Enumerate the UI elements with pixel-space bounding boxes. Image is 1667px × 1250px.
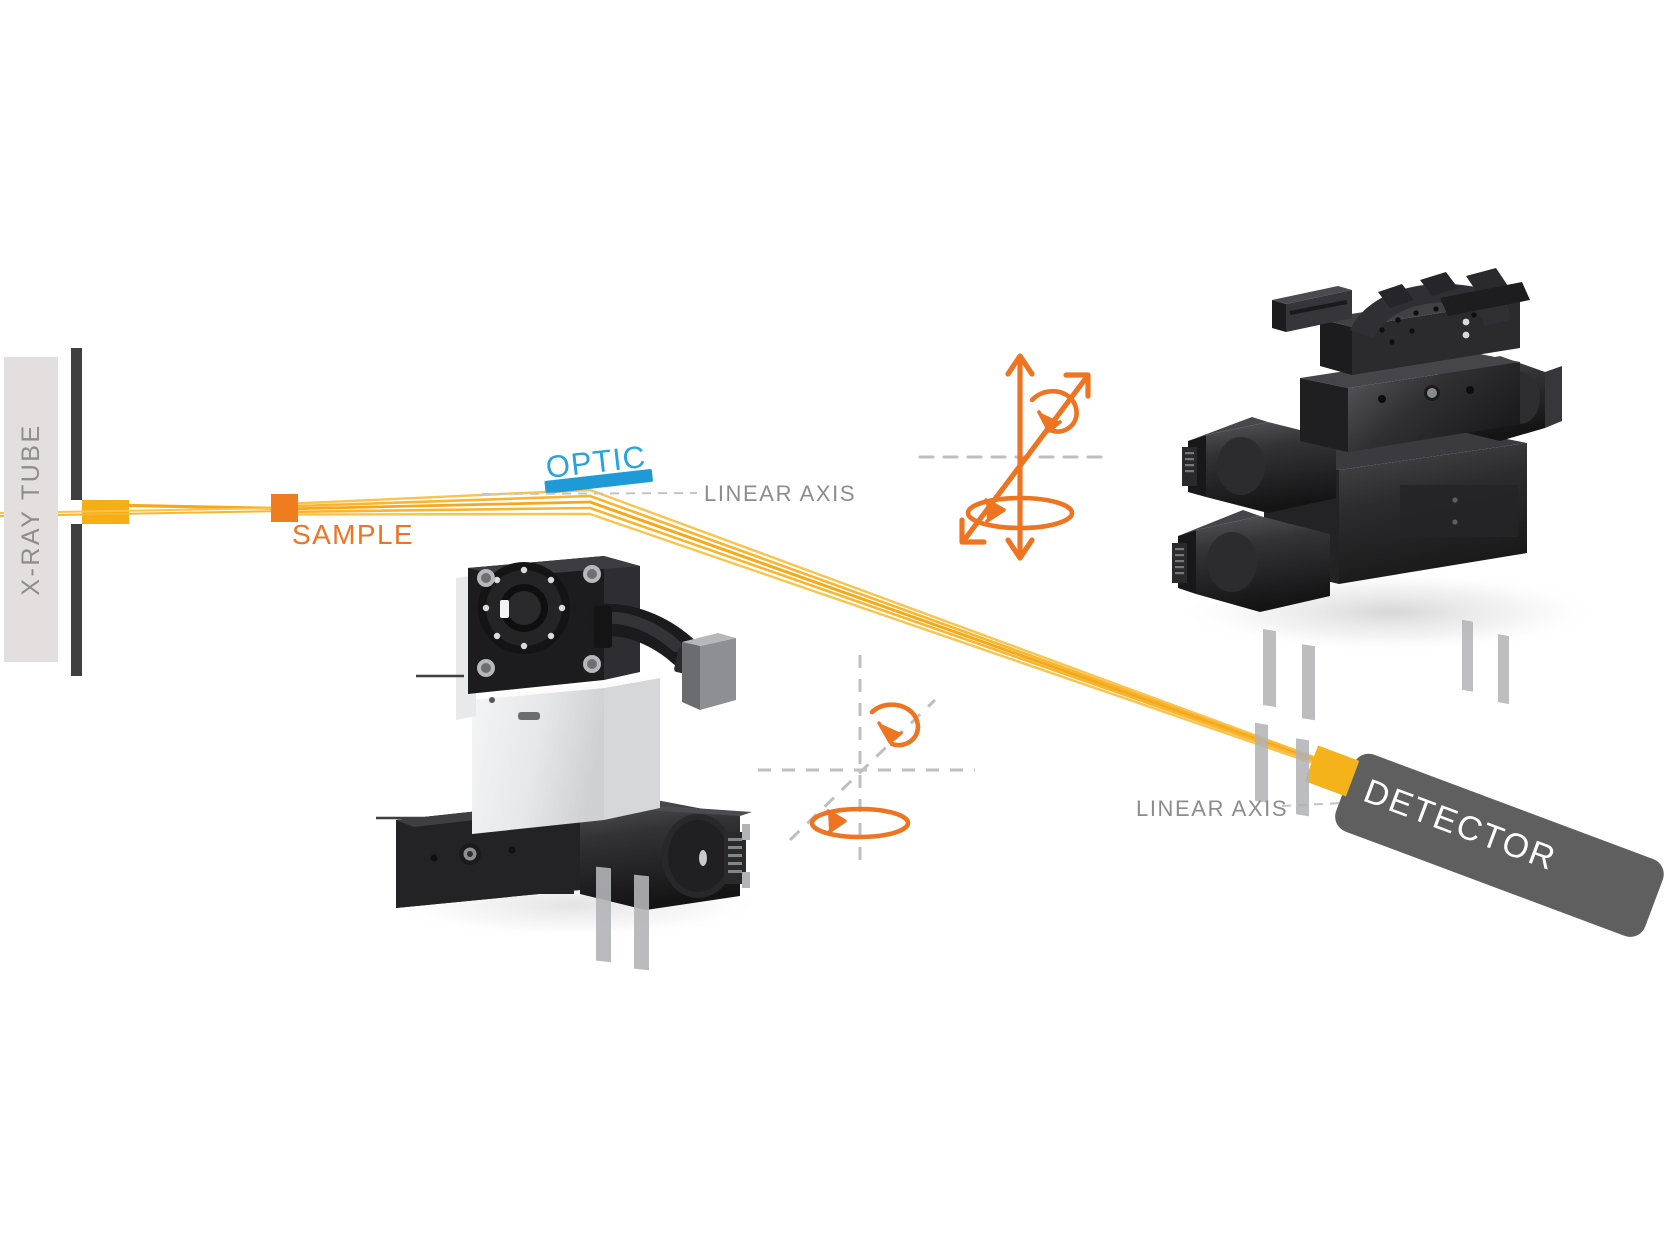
axis-symbol-sample-stage — [758, 655, 975, 870]
motor-sample-stage — [580, 798, 752, 971]
aperture-blade-upper — [71, 348, 82, 500]
xray-tube-block — [4, 357, 58, 662]
detector-body — [1335, 753, 1664, 937]
motor-upper-left — [1182, 417, 1336, 721]
optic-bar — [544, 468, 653, 494]
sample-label: SAMPLE — [292, 519, 414, 550]
beam-fan-to-detector — [588, 488, 1332, 771]
axis-symbol-optic-stage — [918, 353, 1112, 561]
aperture-blade-lower — [71, 524, 82, 676]
linear-axis-label-optic: LINEAR AXIS — [704, 481, 857, 506]
stage-sample-positioning — [376, 556, 765, 971]
beam-fan-to-optic — [282, 488, 592, 516]
leader-line-optic — [481, 492, 698, 495]
stage-optic-positioning — [1172, 268, 1605, 817]
detector-window — [1304, 745, 1360, 797]
sample-marker — [271, 494, 298, 522]
motor-lower-left — [1172, 510, 1330, 817]
linear-axis-label-detector: LINEAR AXIS — [1136, 796, 1289, 821]
actuator-end-block — [682, 633, 736, 710]
